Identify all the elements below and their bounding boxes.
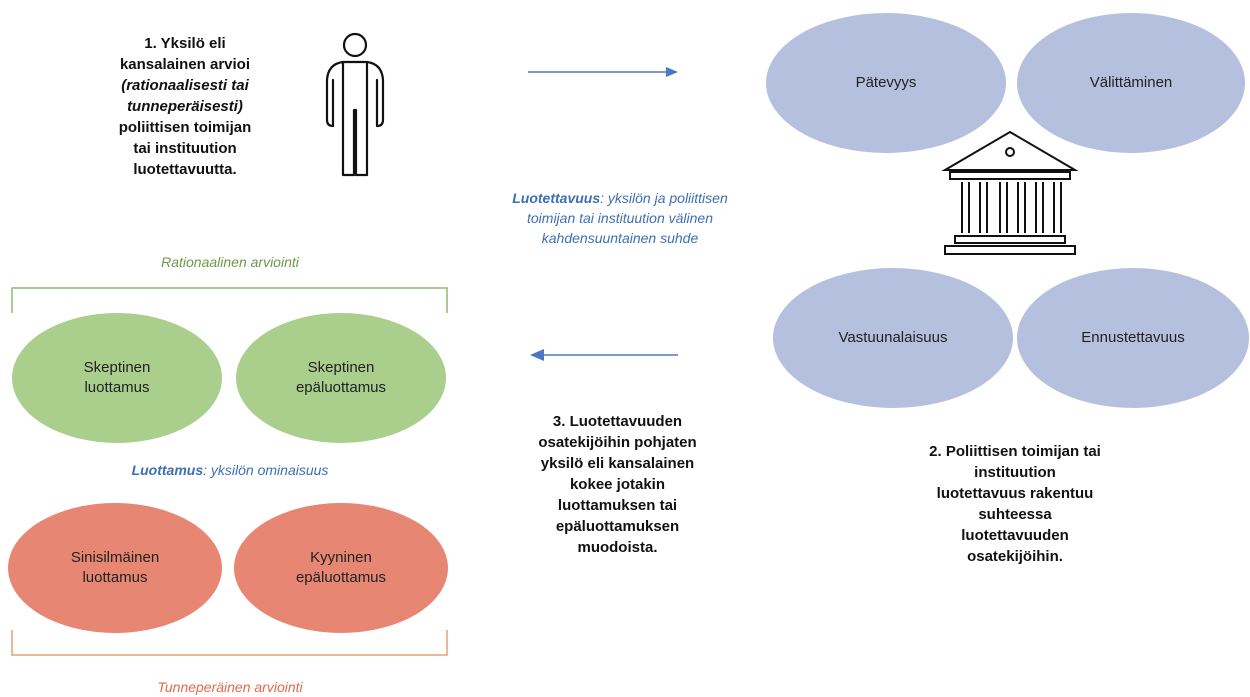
- rational-label: Rationaalinen arviointi: [161, 254, 299, 270]
- step1-line: tunneperäisesti): [127, 98, 243, 115]
- oval-naive-trust: Sinisilmäinen luottamus: [8, 503, 222, 633]
- arrow-right-icon: [528, 67, 678, 77]
- step3-line: kokee jotakin: [569, 476, 666, 493]
- step3-line: luottamuksen tai: [557, 497, 678, 514]
- arrow-left-icon: [530, 349, 678, 361]
- step3-line: osatekijöihin pohjaten: [538, 434, 697, 451]
- oval-label: Vastuunalaisuus: [838, 329, 948, 346]
- oval-label: Ennustettavuus: [1081, 329, 1185, 346]
- oval-competence: Pätevyys: [766, 13, 1006, 153]
- step2-line: osatekijöihin.: [967, 548, 1063, 565]
- step1-text: 1. Yksilö eli kansalainen arvioi (ration…: [80, 33, 290, 180]
- step3-line: muodoista.: [577, 539, 658, 556]
- oval-label-line: Kyyninen: [310, 549, 372, 566]
- institution-building-icon: [941, 130, 1079, 255]
- oval-skeptical-distrust: Skeptinen epäluottamus: [236, 313, 446, 443]
- oval-label-line: epäluottamus: [295, 379, 387, 396]
- oval-label-line: Skeptinen: [83, 359, 151, 376]
- oval-cynical-distrust: Kyyninen epäluottamus: [234, 503, 448, 633]
- trust-definition: Luottamus: yksilön ominaisuus: [90, 462, 370, 478]
- trust-term: Luottamus: [131, 462, 204, 478]
- trustworthiness-def-line: toimijan tai instituution välinen: [527, 210, 713, 226]
- step1-line: 1. Yksilö eli: [144, 35, 226, 52]
- step3-line: 3. Luotettavuuden: [552, 413, 683, 430]
- step1-line: luotettavuutta.: [133, 161, 237, 178]
- oval-accountability: Vastuunalaisuus: [773, 268, 1013, 408]
- oval-label-line: Skeptinen: [307, 359, 375, 376]
- step2-line: 2. Poliittisen toimijan tai: [929, 443, 1101, 460]
- step2-line: suhteessa: [978, 506, 1052, 523]
- oval-label-line: luottamus: [82, 569, 148, 586]
- step1-line: (rationaalisesti tai: [121, 77, 249, 94]
- step2-line: luotettavuuden: [961, 527, 1069, 544]
- step3-line: epäluottamuksen: [555, 518, 680, 535]
- trustworthiness-definition: Luotettavuus: yksilön ja poliittisen toi…: [460, 188, 780, 248]
- step2-line: instituution: [974, 464, 1056, 481]
- oval-caring: Välittäminen: [1017, 13, 1245, 153]
- oval-label-line: luottamus: [84, 379, 150, 396]
- oval-label: Pätevyys: [855, 74, 917, 91]
- oval-label-line: epäluottamus: [295, 569, 387, 586]
- trustworthiness-def-rest: : yksilön ja poliittisen: [600, 190, 728, 206]
- oval-predictability: Ennustettavuus: [1017, 268, 1249, 408]
- person-icon: [325, 32, 385, 177]
- step2-text: 2. Poliittisen toimijan tai instituution…: [895, 441, 1135, 567]
- step3-line: yksilö eli kansalainen: [540, 455, 695, 472]
- oval-label-line: Sinisilmäinen: [70, 549, 160, 566]
- step3-text: 3. Luotettavuuden osatekijöihin pohjaten…: [510, 411, 725, 558]
- step1-line: tai instituution: [133, 140, 237, 157]
- rational-bracket: [11, 287, 448, 313]
- emotional-label: Tunneperäinen arviointi: [157, 679, 303, 695]
- trust-def-rest: : yksilön ominaisuus: [203, 462, 329, 478]
- trustworthiness-def-line: kahdensuuntainen suhde: [541, 230, 699, 246]
- oval-skeptical-trust: Skeptinen luottamus: [12, 313, 222, 443]
- trustworthiness-term: Luotettavuus: [512, 190, 601, 206]
- step2-line: luotettavuus rakentuu: [936, 485, 1094, 502]
- oval-label: Välittäminen: [1089, 74, 1173, 91]
- emotional-bracket: [11, 630, 448, 656]
- step1-line: poliittisen toimijan: [118, 119, 252, 136]
- step1-line: kansalainen arvioi: [119, 56, 251, 73]
